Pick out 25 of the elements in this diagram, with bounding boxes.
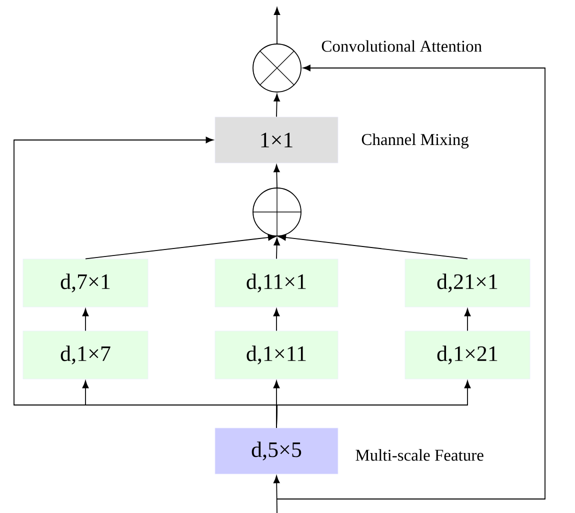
arrow <box>274 238 280 260</box>
arrow <box>14 136 278 428</box>
arrow <box>464 308 471 332</box>
arrow <box>85 234 276 260</box>
arrow <box>274 164 280 188</box>
conv-box: d,1×11 <box>214 330 338 380</box>
side-label: Convolutional Attention <box>322 40 482 52</box>
arrow <box>273 476 280 513</box>
conv-box: d,5×5 <box>214 428 338 474</box>
arrow <box>273 308 280 332</box>
conv-box: d,11×1 <box>214 258 338 308</box>
arrow <box>274 94 280 118</box>
arrow <box>82 308 89 332</box>
conv-box: d,7×1 <box>22 258 148 308</box>
add-circle <box>252 187 302 237</box>
conv-box: 1×1 <box>214 116 338 164</box>
conv-box: d,1×21 <box>404 330 530 380</box>
arrow <box>274 7 280 44</box>
arrow <box>278 234 468 260</box>
arrow <box>276 64 546 500</box>
conv-box: d,1×7 <box>22 330 148 380</box>
multiply-circle <box>252 44 302 92</box>
side-label: Multi-scale Feature <box>356 449 484 461</box>
conv-box: d,21×1 <box>404 258 530 308</box>
side-label: Channel Mixing <box>362 134 469 148</box>
